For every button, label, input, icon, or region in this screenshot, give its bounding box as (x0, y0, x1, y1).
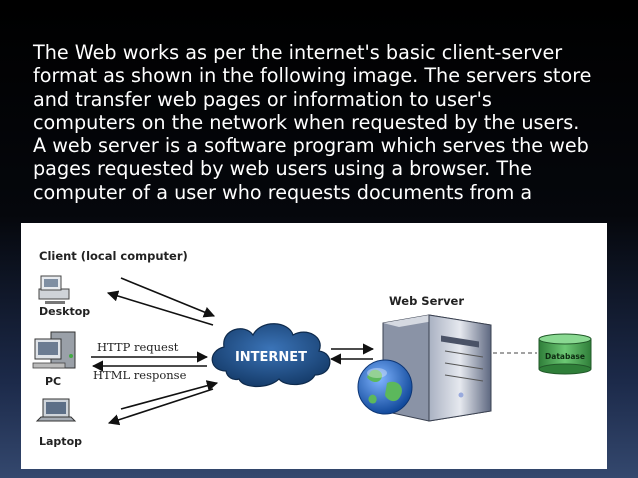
internet-label: INTERNET (235, 350, 307, 365)
client-arrows (91, 277, 219, 426)
text-line: computers on the network when requested … (33, 110, 580, 134)
database-icon: Database (538, 333, 592, 375)
text-line: The Web works as per the internet's basi… (33, 41, 563, 64)
web-server-label: Web Server (389, 294, 464, 308)
cloud-icon: INTERNET (211, 323, 331, 388)
client-server-diagram: Client (local computer) Desktop PC Lapto… (21, 223, 607, 469)
html-response-label: HTML response (93, 368, 187, 382)
pc-label: PC (45, 375, 61, 388)
laptop-icon (35, 398, 77, 422)
client-title: Client (local computer) (39, 249, 188, 263)
server-arrows (329, 343, 375, 365)
desktop-label: Desktop (39, 305, 90, 318)
text-line: computer of a user who requests document… (33, 180, 533, 204)
http-request-label: HTTP request (97, 340, 179, 354)
globe-icon (357, 359, 413, 415)
text-line: pages requested by web users using a bro… (33, 157, 533, 181)
text-line: format as shown in the following image. … (33, 64, 592, 88)
text-line: A web server is a software program which… (33, 134, 589, 158)
text-line: and transfer web pages or information to… (33, 87, 492, 111)
desktop-icon (38, 275, 70, 304)
diagram-canvas: Client (local computer) Desktop PC Lapto… (32, 249, 592, 448)
laptop-label: Laptop (39, 435, 82, 448)
slide-body-text: The Web works as per the internet's basi… (33, 41, 623, 204)
pc-icon (32, 331, 76, 369)
database-label: Database (545, 352, 585, 361)
